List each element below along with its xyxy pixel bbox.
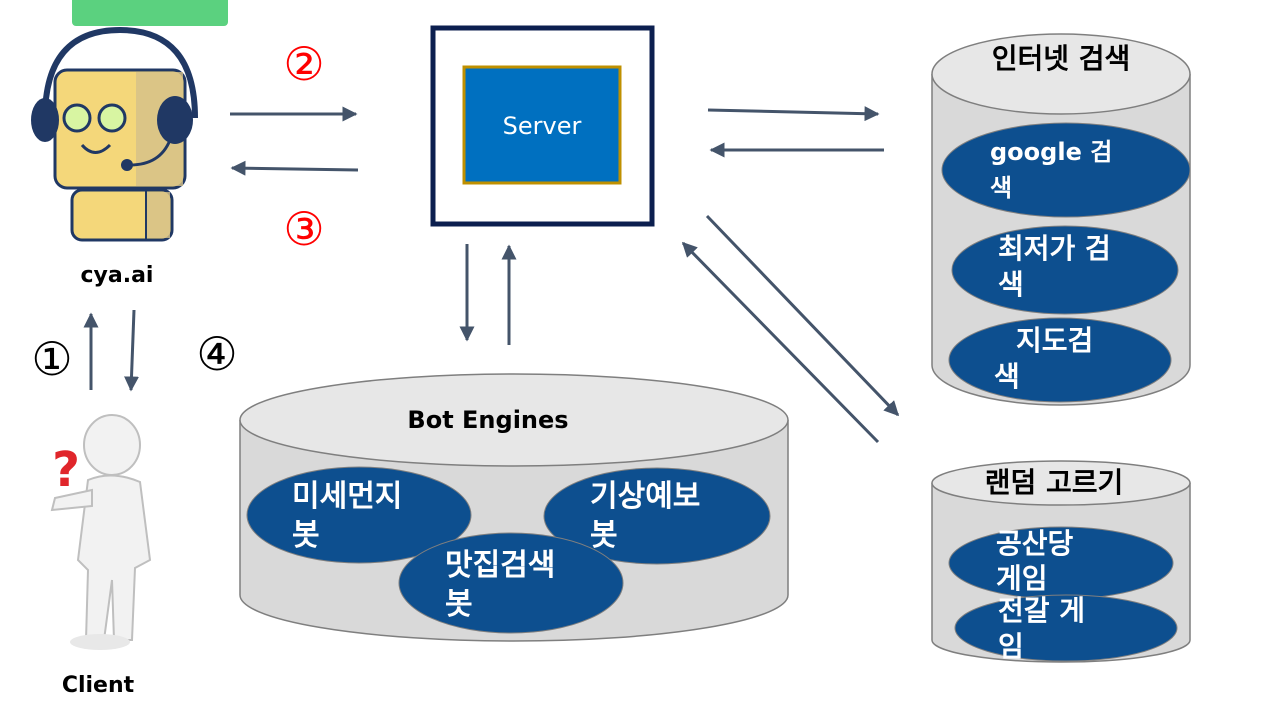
- svg-text:?: ?: [52, 442, 80, 498]
- restaurant-search-bot-ellipse: [398, 532, 624, 634]
- step-4-marker: ④: [196, 327, 237, 381]
- weather-bot-label-1: 기상예보: [590, 479, 700, 514]
- arrow-step4-down: [124, 309, 140, 392]
- weather-bot-ellipse: [543, 467, 771, 565]
- bot-engines-title: Bot Engines: [407, 406, 568, 434]
- weather-bot-label-2: 봇: [590, 518, 618, 553]
- scorpion-game-label-1: 전갈 게: [998, 594, 1085, 627]
- internet-search-title: 인터넷 검색: [992, 42, 1131, 75]
- fine-dust-bot-ellipse: [246, 466, 472, 564]
- arrow-step3-to-assistant: [230, 160, 359, 176]
- lowest-price-search-ellipse: [951, 225, 1179, 315]
- google-search-ellipse: [941, 122, 1191, 218]
- step-2-marker: ②: [283, 37, 324, 91]
- map-search-ellipse: [948, 317, 1172, 403]
- google-search-label-1: google 검: [990, 138, 1112, 166]
- communist-game-label-2: 게임: [996, 562, 1048, 595]
- arrow-server-to-internet: [707, 106, 880, 122]
- headset-robot-icon: [31, 26, 198, 242]
- map-search-label-1: 지도검: [1016, 324, 1093, 357]
- lowest-price-search-label-2: 색: [998, 268, 1024, 301]
- fine-dust-bot-label-1: 미세먼지: [292, 479, 402, 514]
- assistant-label: cya.ai: [81, 263, 154, 288]
- lowest-price-search-label-1: 최저가 검: [998, 232, 1111, 265]
- google-search-label-2: 색: [990, 174, 1012, 202]
- map-search-label-2: 색: [994, 360, 1020, 393]
- server-label: Server: [503, 112, 582, 140]
- scorpion-game-label-2: 임: [998, 630, 1024, 663]
- server-box: [430, 25, 655, 227]
- communist-game-label-1: 공산당: [996, 527, 1074, 560]
- top-tab-decoration: [72, 0, 228, 26]
- fine-dust-bot-label-2: 봇: [292, 518, 320, 553]
- random-pick-title: 랜덤 고르기: [985, 466, 1124, 499]
- step-1-marker: ①: [31, 332, 72, 386]
- scorpion-game-ellipse: [954, 594, 1178, 662]
- restaurant-search-bot-label-2: 봇: [445, 587, 473, 622]
- arrow-random-to-server: [681, 241, 880, 444]
- restaurant-search-bot-label-1: 맛집검색: [445, 548, 555, 583]
- step-3-marker: ③: [283, 202, 324, 256]
- client-label: Client: [62, 673, 135, 698]
- arrow-server-to-random: [705, 214, 900, 417]
- person-question-icon: ?: [50, 414, 152, 650]
